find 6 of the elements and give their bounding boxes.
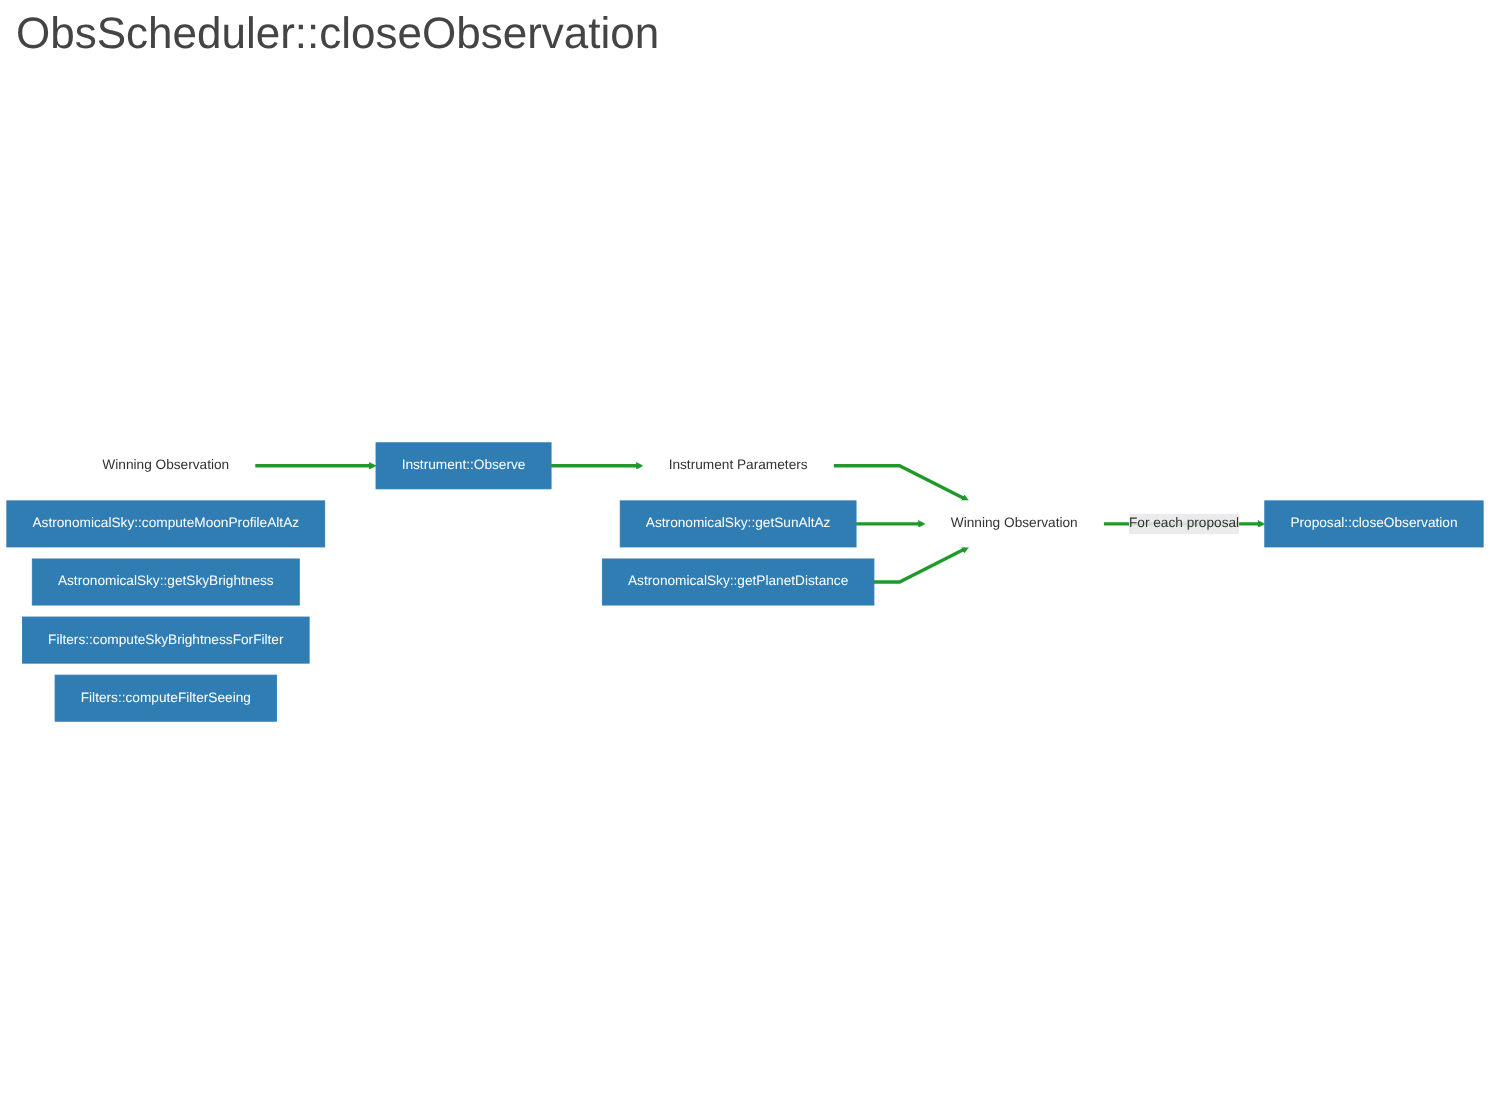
arrow	[833, 464, 970, 502]
arrow	[254, 462, 377, 470]
arrow	[856, 520, 926, 528]
diagram-title: ObsScheduler::closeObservation	[16, 8, 660, 60]
arrow	[551, 462, 644, 470]
arrow	[873, 546, 970, 584]
